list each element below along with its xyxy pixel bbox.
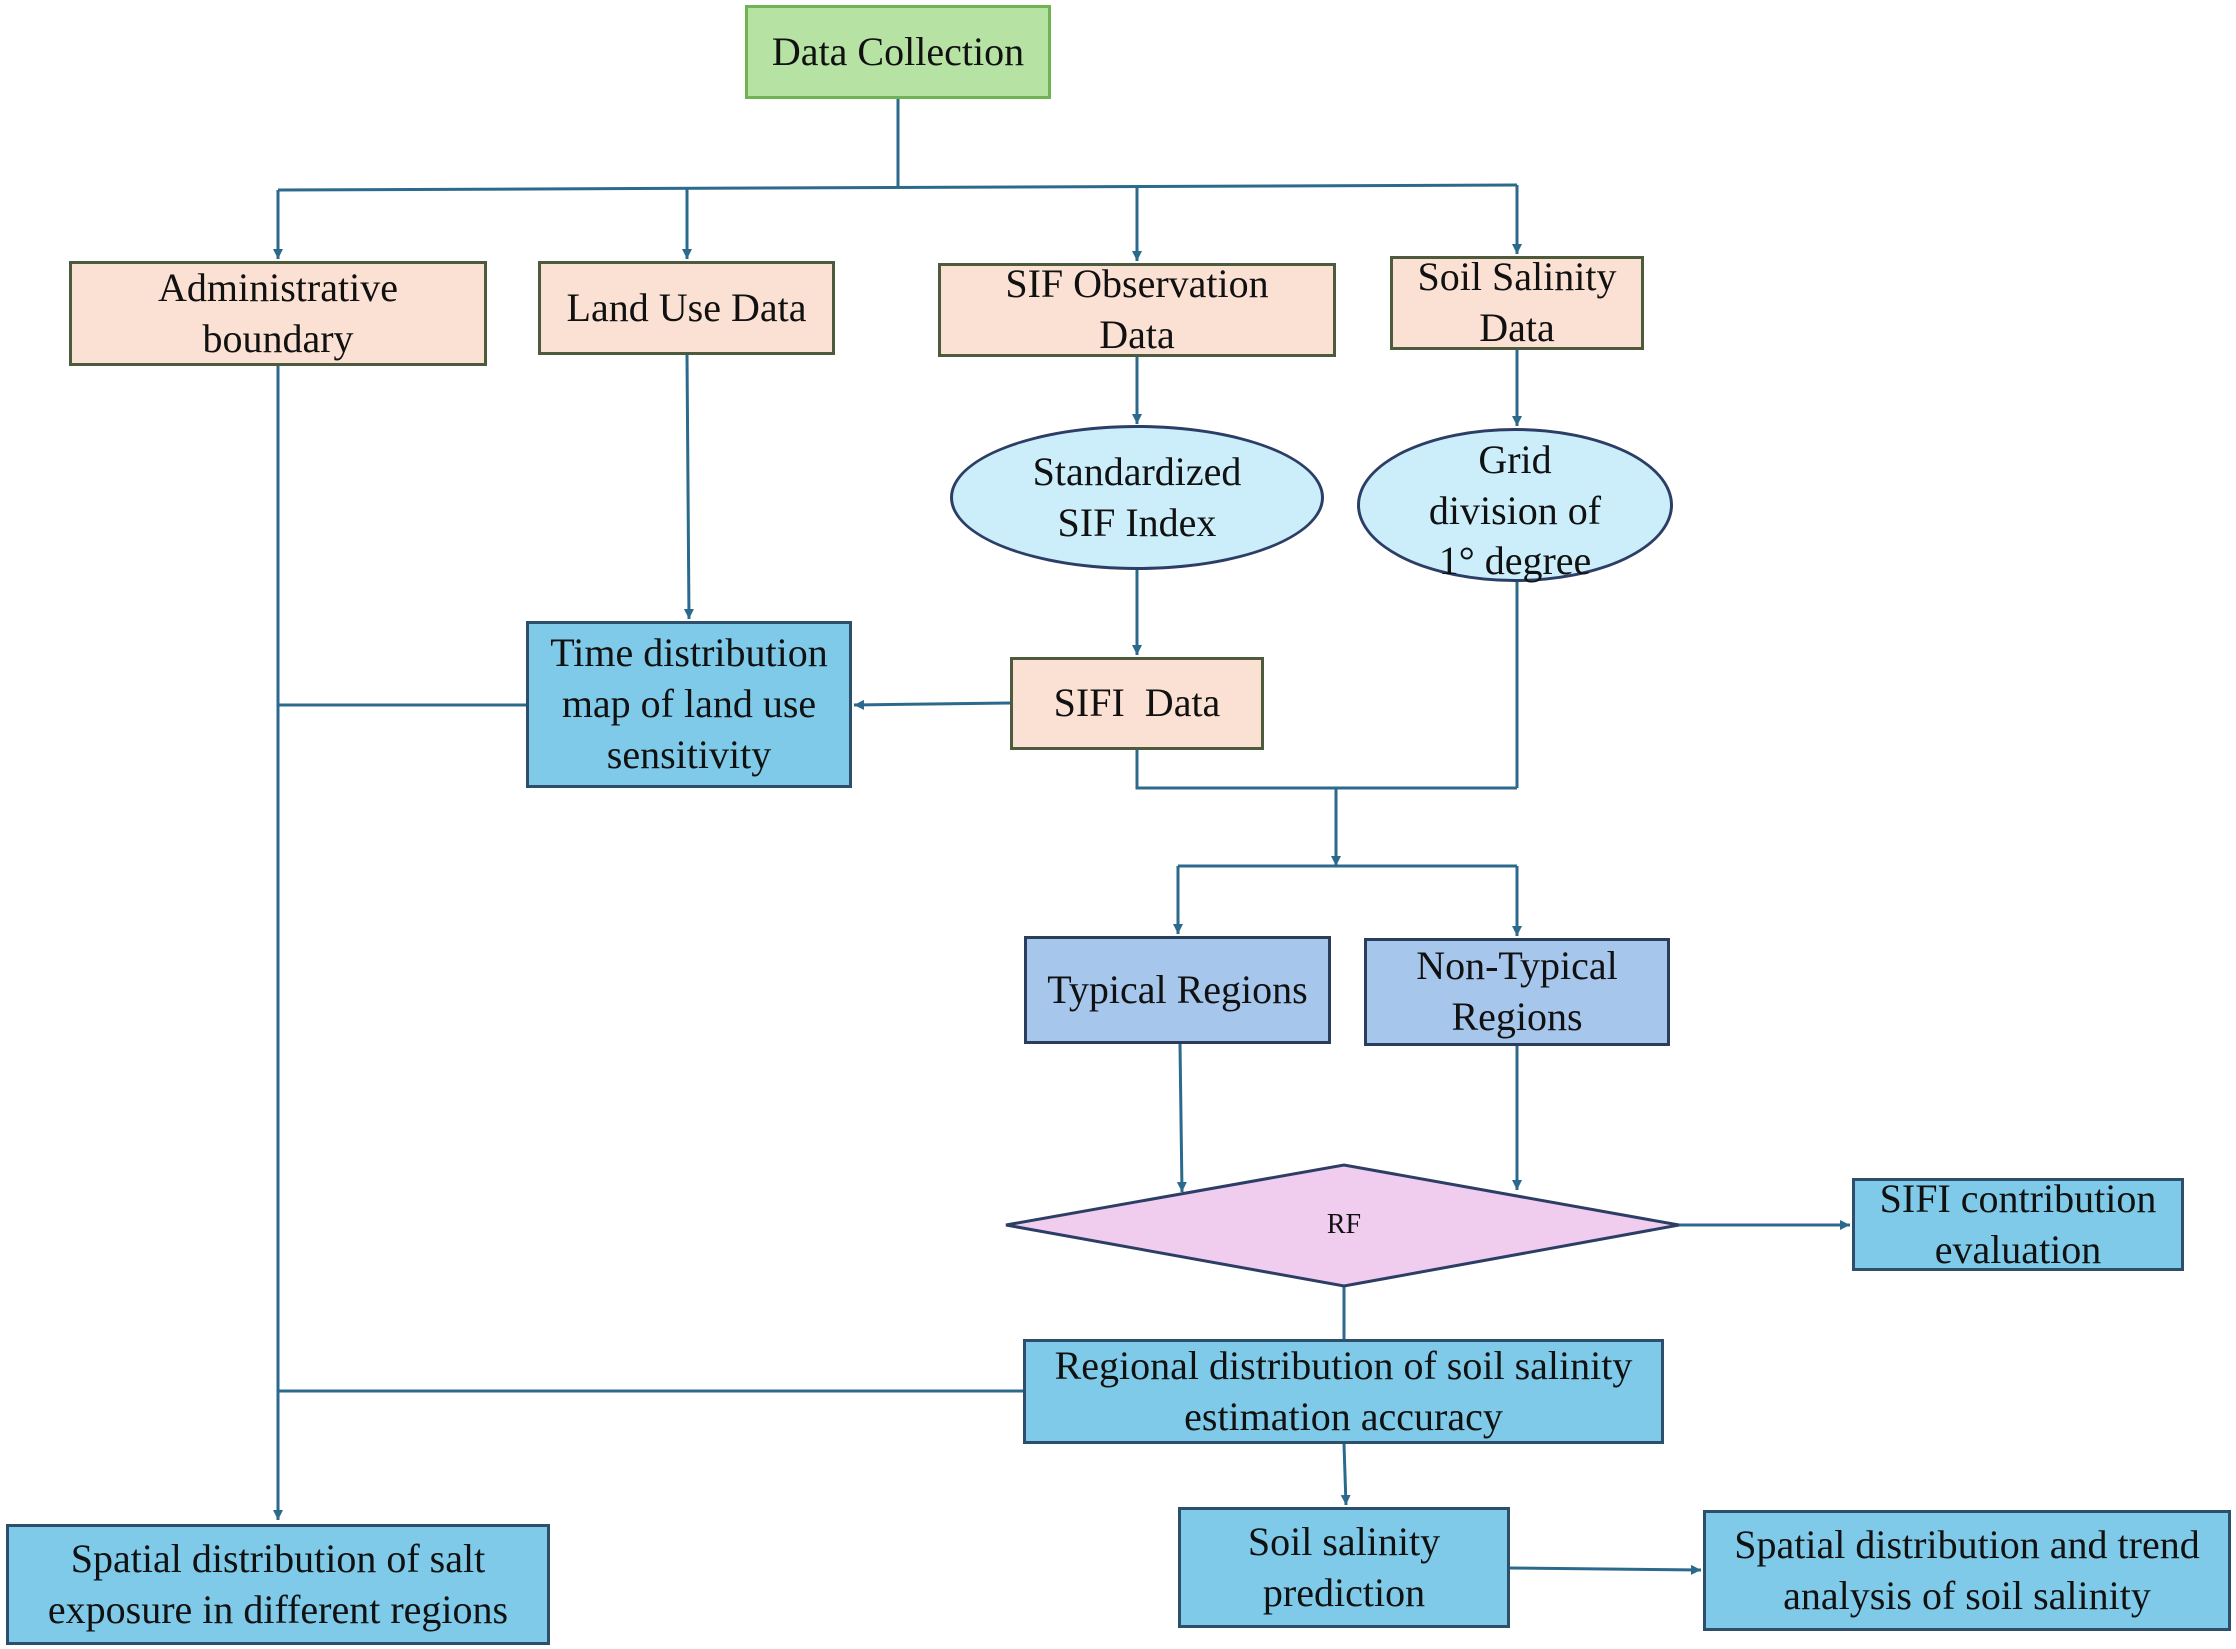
- sifi-contribution-evaluation-node: SIFI contribution evaluation: [1852, 1176, 2184, 1272]
- soil-salinity-data-node: Soil Salinity Data: [1390, 254, 1644, 350]
- administrative-boundary-label: Administrative boundary: [158, 264, 398, 361]
- spatial-distribution-trend-label: Spatial distribution and trend analysis …: [1734, 1521, 2200, 1618]
- spatial-distribution-trend-node: Spatial distribution and trend analysis …: [1703, 1510, 2231, 1631]
- regional-distribution-node: Regional distribution of soil salinity e…: [1023, 1339, 1664, 1444]
- connector-sifi-data-down: [1135, 750, 1517, 790]
- sifi-data-node: SIFI Data: [1010, 657, 1264, 750]
- land-use-data-label: Land Use Data: [566, 284, 807, 330]
- connector-regional-to-prediction: [1340, 1443, 1351, 1506]
- data-collection-label: Data Collection: [771, 28, 1025, 74]
- connector-land-use-to-time-map: [683, 354, 694, 620]
- administrative-boundary-node: Administrative boundary: [69, 261, 487, 366]
- soil-salinity-prediction-node: Soil salinity prediction: [1178, 1507, 1510, 1628]
- sifi-contribution-evaluation-label: SIFI contribution evaluation: [1879, 1175, 2157, 1272]
- connector-prediction-to-spatial-trend: [1509, 1564, 1702, 1575]
- rf-diamond-shape: [1005, 1163, 1680, 1288]
- non-typical-regions-node: Non-Typical Regions: [1364, 938, 1670, 1046]
- grid-division-label: Grid division of 1° degree: [1428, 436, 1602, 584]
- data-collection-node: Data Collection: [745, 5, 1051, 99]
- sif-observation-data-node: SIF Observation Data: [938, 261, 1336, 357]
- sifi-data-label: SIFI Data: [1053, 680, 1221, 726]
- standardized-sif-index-node: Standardized SIF Index: [950, 425, 1324, 570]
- sif-observation-data-label: SIF Observation Data: [1005, 261, 1269, 357]
- typical-regions-node: Typical Regions: [1024, 936, 1331, 1044]
- spatial-salt-exposure-node: Spatial distribution of salt exposure in…: [6, 1524, 550, 1645]
- spatial-salt-exposure-label: Spatial distribution of salt exposure in…: [47, 1535, 509, 1632]
- regional-distribution-label: Regional distribution of soil salinity e…: [1054, 1342, 1633, 1439]
- connector-sifi-data-to-time-map: [853, 699, 1011, 710]
- connector-top-horizontal-bus: [277, 183, 1518, 192]
- soil-salinity-data-label: Soil Salinity Data: [1417, 254, 1617, 350]
- typical-regions-label: Typical Regions: [1047, 966, 1308, 1012]
- rf-decision-node: RF: [1244, 1195, 1444, 1255]
- non-typical-regions-label: Non-Typical Regions: [1416, 943, 1618, 1039]
- standardized-sif-index-label: Standardized SIF Index: [1032, 448, 1242, 545]
- time-distribution-map-label: Time distribution map of land use sensit…: [550, 630, 828, 777]
- grid-division-node: Grid division of 1° degree: [1357, 428, 1673, 583]
- land-use-data-node: Land Use Data: [538, 261, 835, 355]
- connector-typical-to-rf: [1176, 1043, 1187, 1193]
- soil-salinity-prediction-label: Soil salinity prediction: [1247, 1518, 1441, 1615]
- time-distribution-map-node: Time distribution map of land use sensit…: [526, 621, 852, 788]
- rf-label: RF: [1326, 1209, 1362, 1241]
